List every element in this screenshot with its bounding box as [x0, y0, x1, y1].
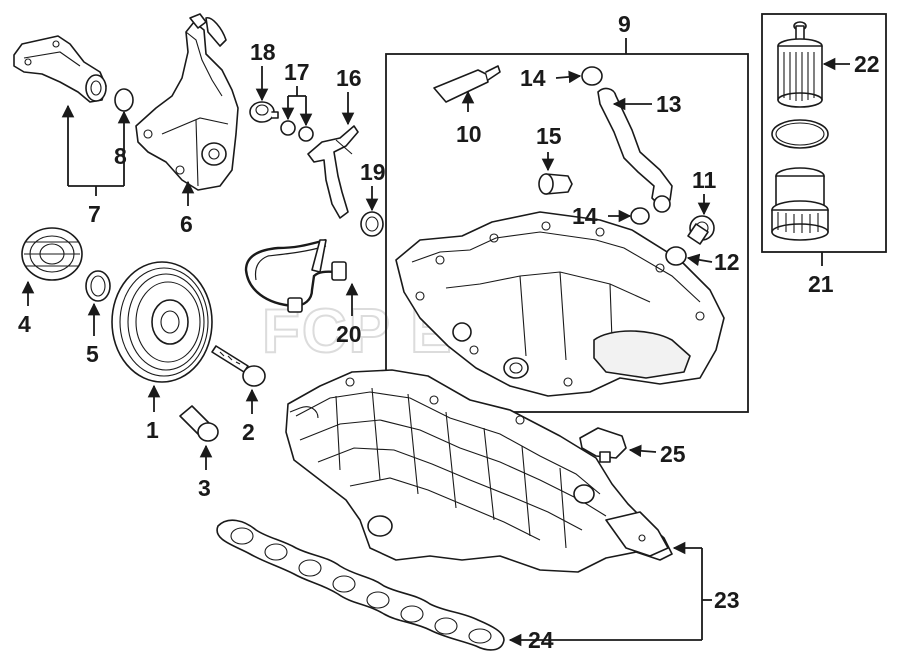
- callout-9: 9: [618, 11, 631, 37]
- part-13-breather-hose[interactable]: [597, 87, 673, 213]
- part-3-bolt[interactable]: [179, 405, 219, 442]
- part-7-water-outlet[interactable]: [13, 35, 107, 103]
- callout-3: 3: [198, 475, 211, 501]
- callout-7: 7: [88, 201, 101, 227]
- part-24-manifold-gasket[interactable]: [216, 519, 505, 651]
- group-box-oil-pan: [385, 53, 749, 413]
- callout-4: 4: [18, 311, 31, 337]
- part-2-pulley-bolt[interactable]: [211, 345, 266, 387]
- callout-19: 19: [360, 159, 386, 185]
- callout-8: 8: [114, 143, 127, 169]
- callout-23: 23: [714, 587, 740, 613]
- callout-25: 25: [660, 441, 686, 467]
- part-15-drain-plug[interactable]: [538, 173, 573, 195]
- callout-1: 1: [146, 417, 159, 443]
- part-filter-o-ring[interactable]: [771, 119, 829, 149]
- part-14-o-ring-lower[interactable]: [630, 207, 650, 225]
- part-23-intake-manifold[interactable]: [285, 369, 673, 573]
- callout-numbers: 1 2 3 4 5 6 7 8 9 10 11 12 13 14 14 15 1…: [18, 11, 880, 653]
- callout-6: 6: [180, 211, 193, 237]
- callout-5: 5: [86, 341, 99, 367]
- part-4-pulley-hub[interactable]: [21, 227, 83, 281]
- callout-15: 15: [536, 123, 562, 149]
- callout-2: 2: [242, 419, 255, 445]
- part-11-plug[interactable]: [687, 215, 715, 245]
- callout-18: 18: [250, 39, 276, 65]
- callout-17: 17: [284, 59, 310, 85]
- part-16-dipstick-tube[interactable]: [307, 125, 359, 219]
- callout-22: 22: [854, 51, 880, 77]
- callout-13: 13: [656, 91, 682, 117]
- part-14-o-ring-top[interactable]: [581, 66, 603, 86]
- part-12-seal[interactable]: [665, 246, 687, 266]
- part-20-harness[interactable]: [244, 238, 347, 313]
- part-18-sensor-cap[interactable]: [249, 101, 279, 123]
- callout-16: 16: [336, 65, 362, 91]
- part-25-map-sensor[interactable]: [579, 427, 627, 463]
- callout-14-lower: 14: [572, 203, 598, 229]
- leader-lines: [21, 38, 850, 647]
- part-17-seals[interactable]: [280, 120, 314, 142]
- part-21-filter-housing[interactable]: [771, 167, 829, 241]
- callout-24: 24: [528, 627, 554, 653]
- part-8-o-ring[interactable]: [114, 88, 134, 112]
- part-19-seal[interactable]: [360, 211, 384, 237]
- part-1-crankshaft-pulley[interactable]: [111, 261, 213, 383]
- callout-21: 21: [808, 271, 834, 297]
- part-9-oil-pan[interactable]: [395, 211, 725, 397]
- callout-12: 12: [714, 249, 740, 275]
- part-10-sealant-tube[interactable]: [433, 65, 501, 103]
- callout-10: 10: [456, 121, 482, 147]
- callout-14-top: 14: [520, 65, 546, 91]
- part-6-oil-pump-bracket[interactable]: [135, 13, 239, 191]
- part-22-oil-filter[interactable]: [777, 21, 823, 108]
- part-5-seal-ring[interactable]: [85, 270, 111, 302]
- group-box-oil-filter: [761, 13, 887, 253]
- callout-11: 11: [692, 167, 717, 193]
- callout-20: 20: [336, 321, 362, 347]
